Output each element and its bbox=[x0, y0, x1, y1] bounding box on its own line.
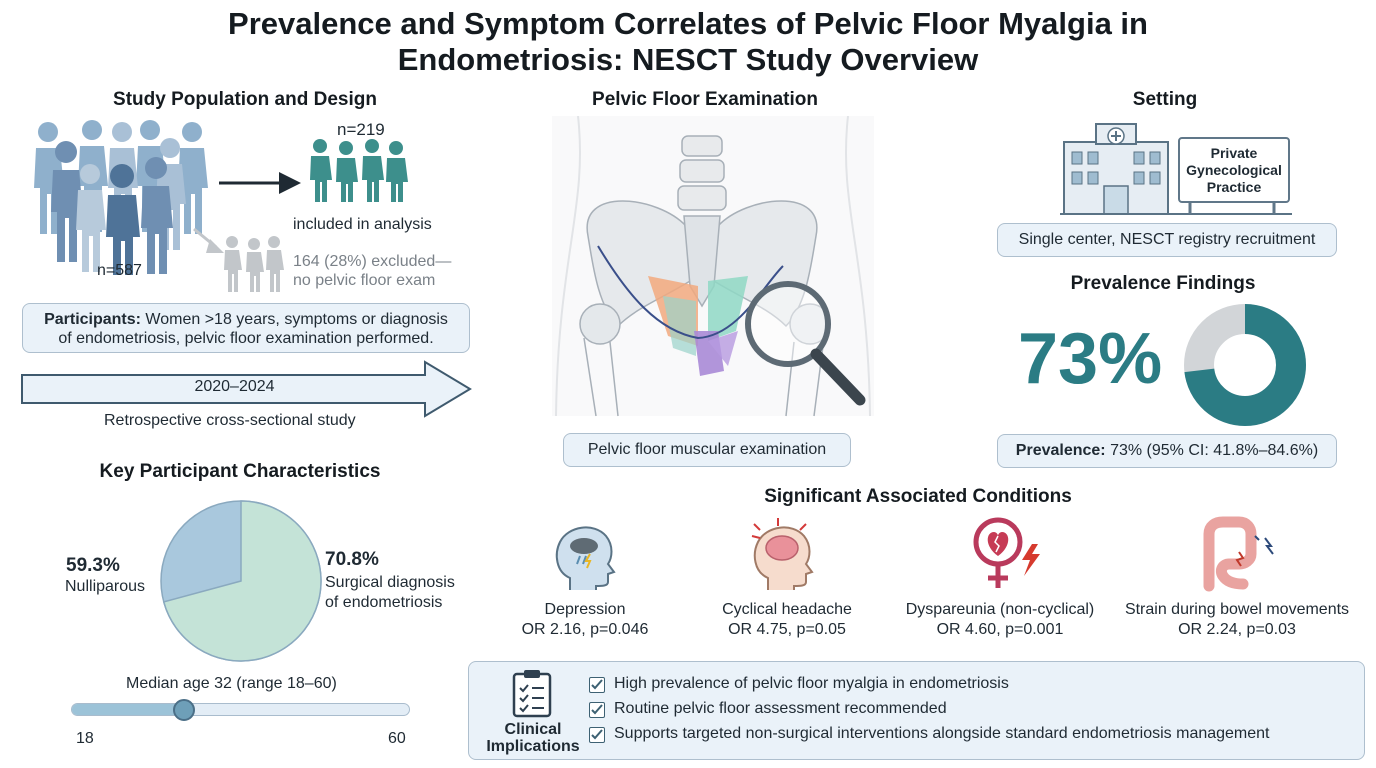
excluded-line-1: 164 (28%) excluded— bbox=[293, 253, 452, 270]
setting-heading: Setting bbox=[1132, 89, 1198, 110]
donut-prevalence-arc bbox=[1184, 304, 1306, 426]
condition-name: Strain during bowel movements bbox=[1124, 601, 1350, 618]
n-included: n=219 bbox=[337, 120, 385, 139]
prevalence-label: Prevalence: 73% (95% CI: 41.8%–84.6%) bbox=[997, 434, 1337, 468]
arrow-down-right-icon bbox=[193, 227, 224, 253]
condition-stat: OR 2.24, p=0.03 bbox=[1178, 621, 1296, 638]
condition-stat: OR 2.16, p=0.046 bbox=[521, 621, 649, 638]
implications-box bbox=[468, 661, 1365, 760]
broken-heart-female-icon bbox=[973, 517, 1040, 588]
nulliparous-label: Nulliparous bbox=[65, 578, 146, 595]
condition-stat: OR 4.75, p=0.05 bbox=[728, 621, 846, 638]
exam-heading: Pelvic Floor Examination bbox=[592, 89, 818, 110]
check-icon bbox=[589, 727, 605, 743]
included-label: included in analysis bbox=[293, 216, 432, 233]
implication-item: High prevalence of pelvic floor myalgia … bbox=[614, 675, 1009, 692]
nulliparous-pct: 59.3% bbox=[66, 555, 120, 576]
characteristics-pie bbox=[160, 500, 322, 662]
condition-dyspareunia: Dyspareunia (non-cyclical) OR 4.60, p=0.… bbox=[895, 600, 1105, 640]
clipboard-checklist-icon bbox=[512, 670, 552, 718]
implication-item: Supports targeted non-surgical intervent… bbox=[614, 725, 1270, 742]
participants-box: Participants: Women >18 years, symptoms … bbox=[22, 303, 470, 353]
page-title: Prevalence and Symptom Correlates of Pel… bbox=[0, 6, 1376, 78]
setting-label: Single center, NESCT registry recruitmen… bbox=[997, 223, 1337, 257]
condition-name: Cyclical headache bbox=[722, 601, 852, 618]
pie-slice-surgical bbox=[162, 500, 322, 662]
study-heading: Study Population and Design bbox=[113, 89, 377, 110]
surgical-pct: 70.8% bbox=[325, 549, 379, 570]
surgical-label-1: Surgical diagnosis bbox=[325, 574, 455, 591]
implications-heading: Clinical Implications bbox=[478, 721, 588, 755]
participants-text-2: of endometriosis, pelvic floor examinati… bbox=[58, 330, 434, 347]
age-range-track bbox=[71, 703, 410, 716]
prevalence-label-bold: Prevalence: bbox=[1015, 442, 1106, 459]
age-range-fill bbox=[72, 704, 185, 715]
study-design: Retrospective cross-sectional study bbox=[104, 412, 356, 429]
practice-sign-2: Gynecological bbox=[1186, 162, 1282, 178]
check-icon bbox=[589, 677, 605, 693]
age-max: 60 bbox=[388, 730, 406, 747]
condition-name: Depression bbox=[544, 601, 626, 618]
colon-icon bbox=[1203, 516, 1274, 592]
depression-head-cloud-icon bbox=[555, 526, 616, 590]
timeline-arrow bbox=[21, 360, 472, 418]
study-years: 2020–2024 bbox=[194, 378, 275, 395]
characteristics-heading: Key Participant Characteristics bbox=[99, 461, 381, 482]
condition-stat: OR 4.60, p=0.001 bbox=[936, 621, 1064, 638]
age-label: Median age 32 (range 18–60) bbox=[126, 675, 337, 692]
condition-headache: Cyclical headache OR 4.75, p=0.05 bbox=[702, 600, 872, 640]
hospital-building-icon bbox=[1060, 123, 1292, 215]
excluded-label: 164 (28%) excluded— no pelvic floor exam bbox=[293, 252, 451, 290]
arrow-right-icon bbox=[219, 172, 301, 194]
practice-sign: Private Gynecological Practice bbox=[1178, 137, 1290, 203]
implications-heading-1: Clinical bbox=[504, 721, 562, 738]
prevalence-big-value: 73% bbox=[1018, 319, 1163, 399]
surgical-label: Surgical diagnosis of endometriosis bbox=[325, 573, 455, 613]
headache-brain-icon bbox=[751, 518, 814, 590]
practice-sign-1: Private bbox=[1210, 145, 1258, 161]
included-group-icon bbox=[310, 139, 408, 202]
conditions-heading: Significant Associated Conditions bbox=[764, 486, 1072, 507]
surgical-label-2: of endometriosis bbox=[325, 594, 443, 611]
title-line-2: Endometriosis: NESCT Study Overview bbox=[397, 42, 979, 77]
practice-sign-3: Practice bbox=[1206, 179, 1262, 195]
population-crowd-icon bbox=[34, 120, 208, 275]
check-icon bbox=[589, 702, 605, 718]
n-total: n=587 bbox=[97, 262, 142, 279]
condition-name: Dyspareunia (non-cyclical) bbox=[905, 601, 1095, 618]
participants-text-1: Women >18 years, symptoms or diagnosis bbox=[140, 311, 448, 328]
implications-heading-2: Implications bbox=[486, 738, 580, 755]
participants-label: Participants: bbox=[44, 311, 141, 328]
exam-label: Pelvic floor muscular examination bbox=[563, 433, 851, 467]
condition-bowel-strain: Strain during bowel movements OR 2.24, p… bbox=[1112, 600, 1362, 640]
prevalence-donut bbox=[1184, 304, 1306, 426]
age-min: 18 bbox=[76, 730, 94, 747]
excluded-group-icon bbox=[224, 236, 284, 292]
pelvis-anatomy-icon bbox=[552, 116, 874, 417]
age-median-marker bbox=[173, 699, 195, 721]
prevalence-heading: Prevalence Findings bbox=[1070, 273, 1256, 294]
implication-item: Routine pelvic floor assessment recommen… bbox=[614, 700, 947, 717]
excluded-line-2: no pelvic floor exam bbox=[293, 272, 436, 289]
prevalence-label-text: 73% (95% CI: 41.8%–84.6%) bbox=[1105, 442, 1319, 459]
condition-depression: Depression OR 2.16, p=0.046 bbox=[505, 600, 665, 640]
title-line-1: Prevalence and Symptom Correlates of Pel… bbox=[228, 6, 1148, 41]
